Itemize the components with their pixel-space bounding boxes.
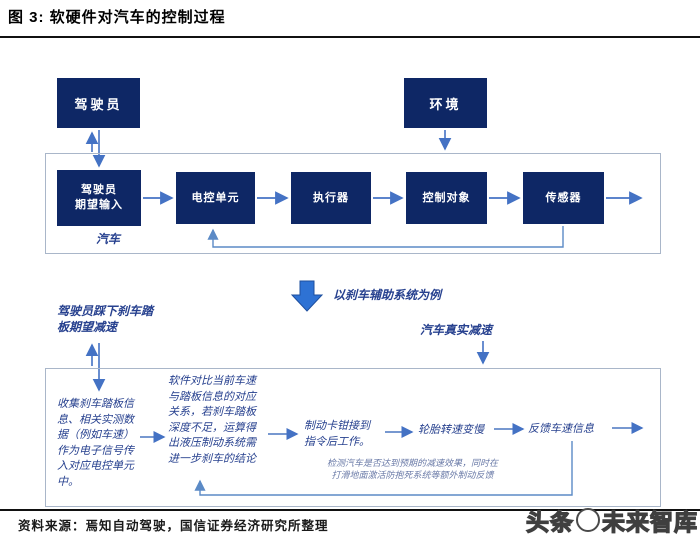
watermark: 头条 未来智库 — [525, 503, 698, 537]
driver-input-line1: 驾驶员 — [81, 184, 117, 196]
watermark-toutiao: 头条 — [525, 508, 574, 535]
control-object-label: 控制对象 — [422, 191, 471, 204]
ecu-label: 电控单元 — [191, 191, 240, 204]
feedback-note-line1: 检测汽车是否达到预期的减速效果，同时在 — [326, 458, 498, 468]
driver-input-line2: 期望输入 — [75, 199, 123, 211]
watermark-logo-icon — [576, 508, 600, 532]
source-line: 资料来源：焉知自动驾驶，国信证券经济研究所整理 — [18, 519, 329, 533]
figure-title: 图 3: 软硬件对汽车的控制过程 — [8, 9, 226, 26]
driver-box: 驾驶员 — [57, 78, 140, 128]
tire-step: 轮胎转速变慢 — [418, 424, 484, 436]
feedback-note: 检测汽车是否达到预期的减速效果，同时在 打滑地面激活防抱死系统等额外制动反馈 — [285, 457, 540, 481]
actuator-box: 执行器 — [291, 172, 371, 224]
vehicle-system-frame — [45, 153, 661, 254]
vehicle-label: 汽车 — [96, 232, 121, 246]
environment-label: 环境 — [429, 96, 462, 112]
bottom-rule — [0, 509, 700, 511]
compute-step: 软件对比当前车速与踏板信息的对应关系，若刹车踏板深度不足，运算得出液压制动系统需… — [168, 375, 256, 465]
caliper-line2: 指令后工作。 — [304, 435, 370, 448]
feedback-note-line2: 打滑地面激活防抱死系统等额外制动反馈 — [331, 470, 494, 480]
sensor-box: 传感器 — [523, 172, 604, 224]
big-down-arrow — [290, 280, 324, 312]
caliper-step: 制动卡钳接到 指令后工作。 — [304, 419, 370, 450]
watermark-zhiku: 未来智库 — [601, 508, 698, 535]
driver-action-line1: 驾驶员踩下刹车踏 — [57, 304, 154, 318]
control-object-box: 控制对象 — [406, 172, 487, 224]
driver-action-line2: 板期望减速 — [57, 320, 118, 334]
big-arrow-label: 以刹车辅助系统为例 — [333, 288, 442, 302]
collect-step: 收集刹车踏板信息、相关实测数据（例如车速）作为电子信号传入对应电控单元中。 — [57, 398, 134, 488]
ecu-box: 电控单元 — [176, 172, 255, 224]
feedback-step: 反馈车速信息 — [528, 423, 594, 435]
top-rule — [0, 36, 700, 38]
driver-action-label: 驾驶员踩下刹车踏 板期望减速 — [57, 303, 153, 335]
driver-input-box: 驾驶员 期望输入 — [57, 170, 141, 226]
vehicle-result-label: 汽车真实减速 — [420, 323, 493, 337]
sensor-label: 传感器 — [545, 191, 582, 204]
environment-box: 环境 — [404, 78, 487, 128]
brake-flow-frame — [45, 368, 661, 507]
actuator-label: 执行器 — [313, 191, 349, 204]
caliper-line1: 制动卡钳接到 — [304, 420, 370, 432]
driver-label: 驾驶员 — [74, 96, 123, 112]
